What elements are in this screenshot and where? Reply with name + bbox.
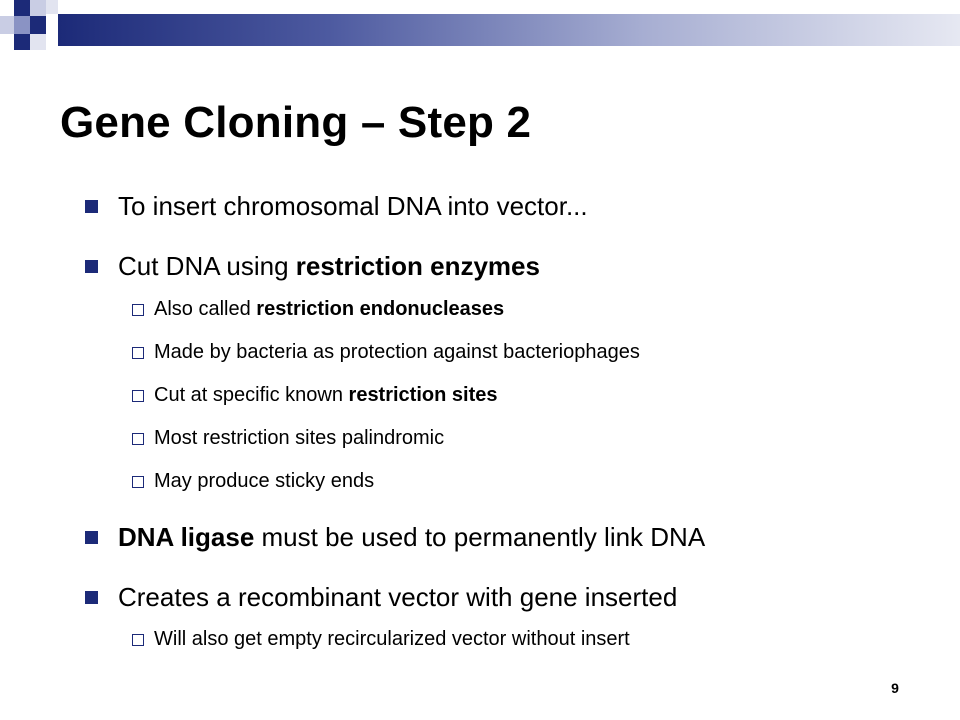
bullet-text: Creates a recombinant vector with gene i… [118, 582, 678, 612]
sub-bullet-text: Will also get empty recircularized vecto… [154, 628, 630, 650]
decor-square [30, 16, 46, 34]
sub-bullet-text: Made by bacteria as protection against b… [154, 341, 640, 363]
bullet-bold-text: restriction enzymes [295, 251, 540, 281]
sub-bullet-text: Cut at specific known [154, 384, 349, 406]
bullet-item: To insert chromosomal DNA into vector... [84, 187, 944, 225]
sub-bullet-text: Also called [154, 298, 257, 320]
bullet-item: DNA ligase must be used to permanently l… [84, 518, 944, 556]
decor-square [14, 34, 30, 50]
decor-square [46, 0, 58, 14]
sub-bullet-item: Most restriction sites palindromic [132, 423, 944, 453]
decor-square [30, 34, 46, 50]
decor-square [14, 16, 30, 34]
sub-bullet-item: Cut at specific known restriction sites [132, 380, 944, 410]
sub-bullet-item: May produce sticky ends [132, 466, 944, 496]
page-number: 9 [891, 680, 899, 696]
decor-square [0, 16, 14, 34]
sub-bullet-bold-text: restriction endonucleases [256, 298, 505, 320]
sub-bullet-bold-text: restriction sites [348, 384, 498, 406]
bullet-list: To insert chromosomal DNA into vector...… [84, 187, 944, 654]
bullet-item: Cut DNA using restriction enzymes [84, 247, 944, 285]
sub-bullet-text: Most restriction sites palindromic [154, 427, 445, 449]
bullet-bold-text: DNA ligase [118, 522, 255, 552]
sub-bullet-item: Made by bacteria as protection against b… [132, 337, 944, 367]
decor-square [30, 0, 46, 16]
sub-bullet-item: Will also get empty recircularized vecto… [132, 624, 944, 654]
bullet-item: Creates a recombinant vector with gene i… [84, 578, 944, 616]
decor-square [14, 0, 30, 16]
bullet-text: Cut DNA using [118, 251, 296, 281]
sub-bullet-text: May produce sticky ends [154, 470, 375, 492]
bullet-text: To insert chromosomal DNA into vector... [118, 191, 588, 221]
slide-title: Gene Cloning – Step 2 [60, 98, 532, 147]
sub-bullet-item: Also called restriction endonucleases [132, 294, 944, 324]
header-bar [58, 14, 960, 46]
bullet-text: must be used to permanently link DNA [254, 522, 706, 552]
